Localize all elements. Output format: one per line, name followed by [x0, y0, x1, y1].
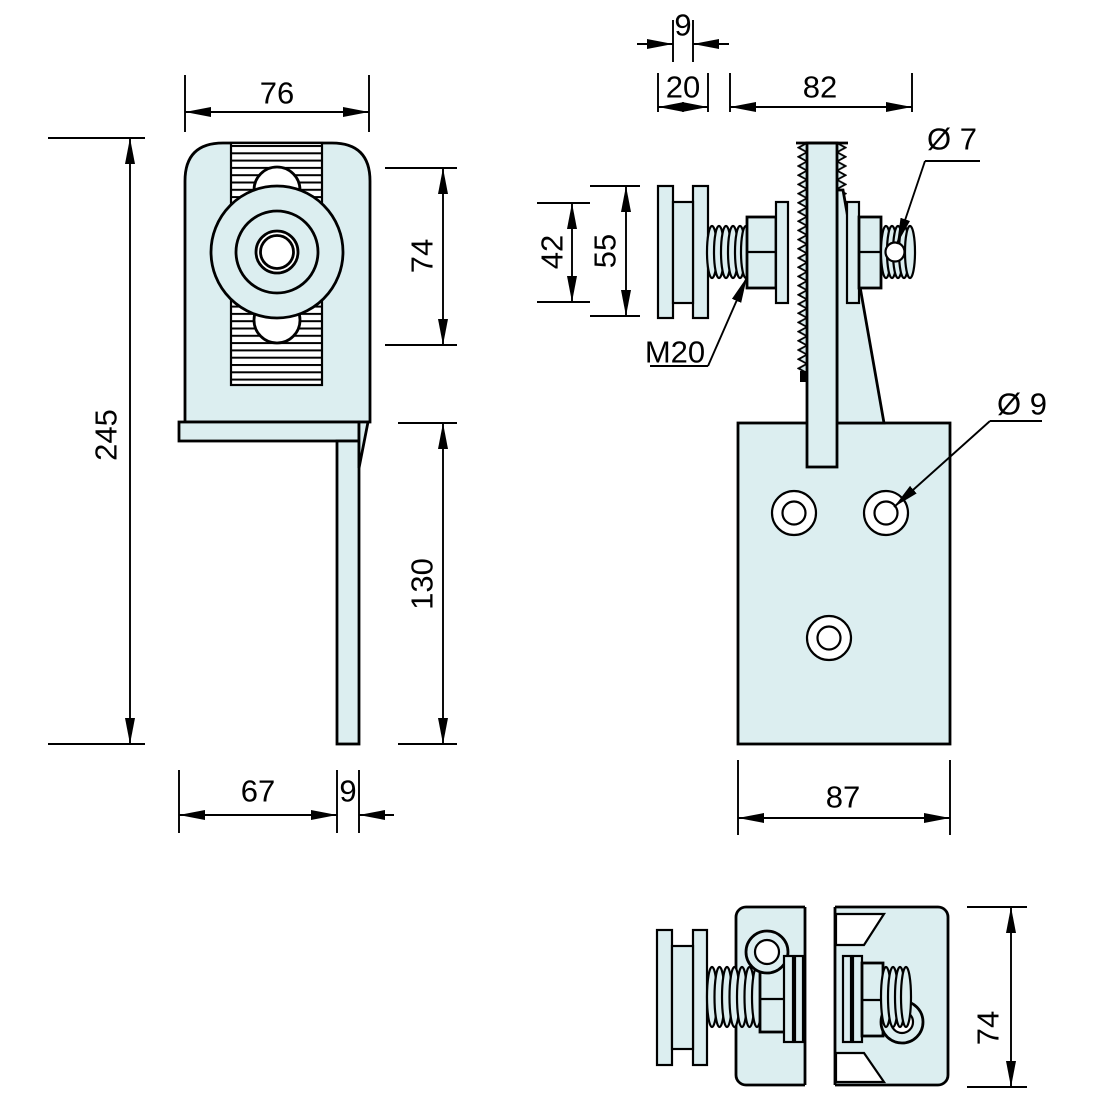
top-view: 74: [655, 904, 1027, 1088]
dim-leg-drop-label: 130: [405, 558, 440, 610]
dim-roller-height-label: 74: [405, 239, 440, 273]
note-pin-hole: Ø 7: [896, 122, 980, 245]
plate-hole-top-right: [862, 489, 910, 537]
dim-groove-width-label: 9: [674, 8, 691, 43]
dim-groove-width: 9: [637, 8, 729, 62]
top-thread-right: [879, 965, 913, 1029]
dim-roller-width: 20: [657, 70, 709, 112]
side-view: 9 20 82 42 55 87 M20: [535, 8, 1047, 835]
roller-groove-edge: [234, 209, 320, 295]
top-nut-left: [758, 964, 787, 1034]
leg-gusset: [357, 420, 370, 469]
note-mount-hole: Ø 9: [893, 387, 1047, 508]
rack-teeth-right: [837, 143, 847, 203]
drop-leg: [335, 439, 361, 746]
clamp-cutout-bottom: [834, 1051, 887, 1084]
top-pin-eye-left: [744, 929, 790, 975]
washer-left: [774, 200, 790, 305]
dim-leg-thickness-label: 9: [339, 774, 356, 809]
rack-bar: [805, 141, 839, 469]
dim-width: 76: [184, 75, 370, 132]
dim-plate-width-label: 87: [826, 780, 860, 815]
dim-depth: 74: [967, 906, 1027, 1088]
roller-spacer: [671, 200, 695, 305]
dim-roller-diameter-label: 55: [588, 234, 623, 268]
top-washer-l2: [793, 954, 805, 1044]
clamp-cutout-top: [834, 912, 887, 947]
axle-nut-right: [857, 215, 883, 290]
dim-axle-length-label: 82: [803, 70, 837, 105]
dim-leg-drop: 130: [398, 422, 457, 745]
dim-roller-diameter: 55: [588, 185, 640, 317]
dim-width-label: 76: [260, 76, 294, 111]
top-thread-left: [705, 965, 764, 1029]
note-mount-hole-label: Ø 9: [997, 387, 1047, 422]
roller-disc-left: [656, 184, 675, 320]
washer-right: [845, 200, 861, 305]
note-pin-hole-label: Ø 7: [927, 122, 977, 157]
top-roller-spacer: [670, 944, 695, 1051]
dim-roller-height: 74: [385, 167, 457, 346]
rack-teeth-left: [797, 143, 807, 372]
top-nut-right: [860, 961, 885, 1038]
dim-roller-width-label: 20: [666, 70, 700, 105]
top-washer-l1: [782, 954, 795, 1044]
note-thread: M20: [645, 276, 748, 370]
dim-groove-height-label: 42: [535, 235, 570, 269]
dim-overall-height-label: 245: [89, 409, 124, 461]
top-washer-r1: [841, 954, 853, 1044]
axle-nut-left: [745, 215, 778, 290]
roller-hub-bore: [259, 234, 295, 270]
dim-depth-label: 74: [971, 1011, 1006, 1045]
dim-axle-length: 82: [729, 70, 913, 112]
dim-plate-width: 87: [737, 760, 951, 835]
base-plate: [736, 421, 952, 746]
axle-thread-left: [705, 224, 753, 280]
dim-flange-length-label: 67: [241, 774, 275, 809]
roller-disc-right: [691, 184, 710, 320]
note-thread-label: M20: [645, 335, 705, 370]
cotter-pin-hole: [884, 241, 906, 263]
dim-overall-height: 245: [48, 137, 145, 745]
plate-hole-top-left: [770, 489, 818, 537]
dim-flange-length: 67 9: [178, 770, 394, 833]
front-view: 76 245 74 130 67 9: [48, 75, 457, 833]
plate-hole-bottom: [805, 614, 853, 662]
slot-gap: [805, 904, 835, 1088]
top-roller-disc-left: [655, 928, 674, 1067]
roller-hub: [254, 229, 300, 275]
top-roller-disc-right: [691, 928, 709, 1067]
dim-groove-height: 42: [535, 202, 590, 303]
mounting-flange: [177, 420, 361, 443]
rack-tooth-end: [800, 371, 807, 382]
